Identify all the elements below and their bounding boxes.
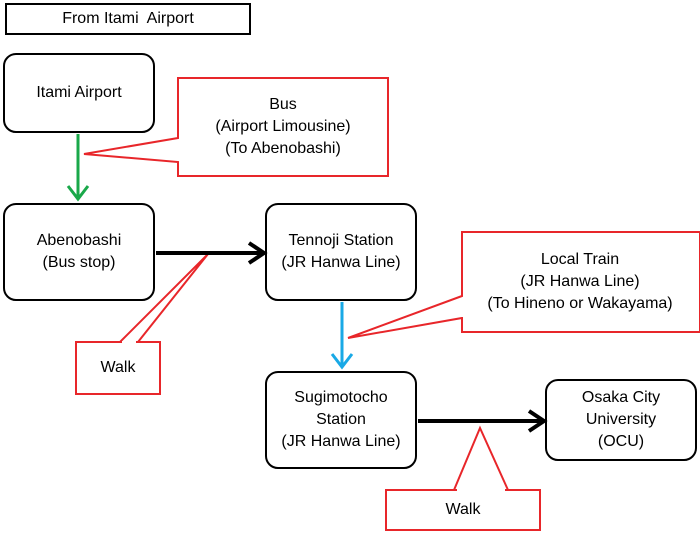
callout-bus-shape xyxy=(83,77,389,177)
arrow-walk-1 xyxy=(156,241,268,265)
page-title: From Itami Airport xyxy=(62,10,194,27)
arrow-bus xyxy=(66,134,90,202)
arrow-walk-2 xyxy=(418,409,548,433)
callout-local-train-shape xyxy=(347,231,700,339)
node-osaka-city-university-box xyxy=(545,379,697,461)
header-box xyxy=(5,3,251,35)
node-sugimotocho-station-box xyxy=(265,371,417,469)
node-itami-airport-box xyxy=(3,53,155,133)
node-tennoji-station-box xyxy=(265,203,417,301)
arrow-train xyxy=(330,302,354,370)
node-abenobashi-box xyxy=(3,203,155,301)
callout-walk-1-shape xyxy=(75,253,209,395)
